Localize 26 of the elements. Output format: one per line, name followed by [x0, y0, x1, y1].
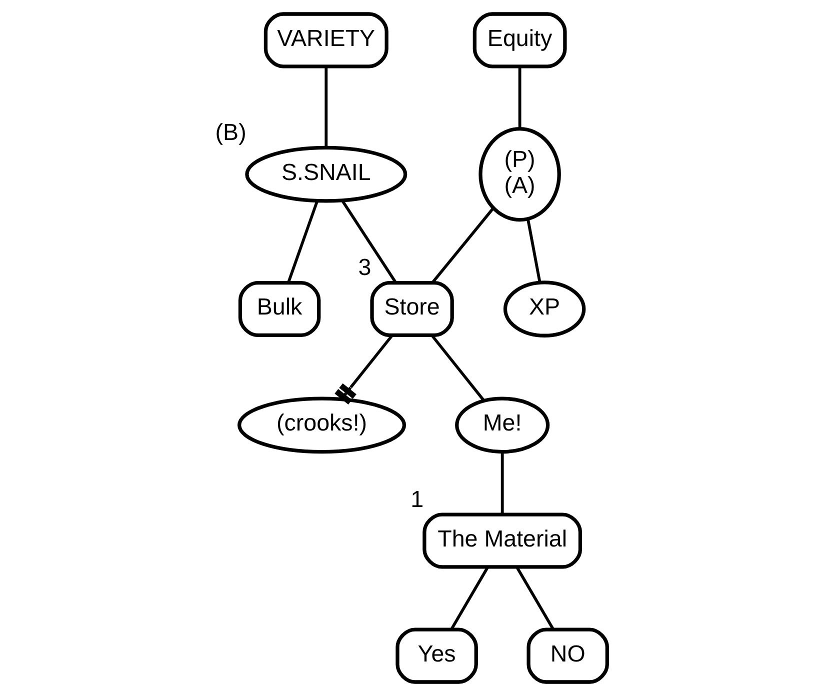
connector: [450, 566, 490, 630]
connector: [334, 334, 394, 404]
node-label: (B): [215, 118, 246, 145]
node-box: Yes: [396, 628, 478, 684]
node-ellipse: (crooks!): [237, 396, 406, 454]
connector: [341, 200, 397, 284]
connector: [324, 66, 328, 148]
node-ellipse: Me!: [455, 396, 550, 454]
connector: [431, 207, 494, 284]
node-box: NO: [526, 628, 609, 684]
node-label: 3: [358, 254, 372, 280]
connector: [430, 334, 486, 402]
connector: [526, 218, 542, 283]
connector: [286, 200, 319, 284]
node-ellipse: (P) (A): [478, 127, 561, 222]
node-box: VARIETY: [264, 12, 388, 68]
node-label: 1: [410, 486, 424, 512]
node-box: The Material: [422, 512, 582, 569]
node-box: Bulk: [238, 281, 321, 338]
connector: [500, 452, 504, 514]
node-box: Equity: [472, 12, 567, 68]
node-box: Store: [370, 281, 454, 338]
node-ellipse: S.SNAIL: [245, 146, 408, 203]
connector: [516, 566, 555, 630]
node-ellipse: XP: [503, 280, 586, 338]
connector: [518, 66, 522, 129]
